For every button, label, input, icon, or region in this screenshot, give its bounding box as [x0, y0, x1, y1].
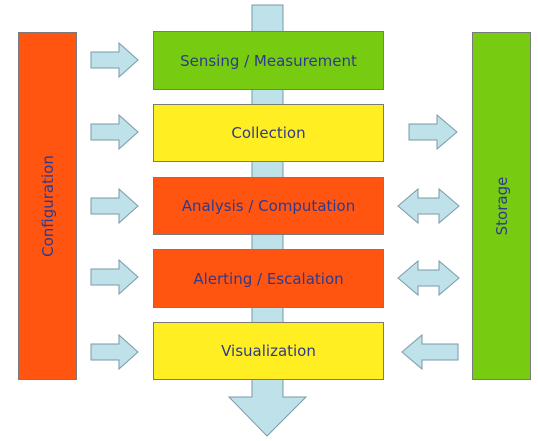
stage-label: Alerting / Escalation: [193, 269, 344, 288]
configuration-label: Configuration: [38, 155, 57, 257]
right-arrow-alerting-storage: [397, 259, 460, 297]
stage-visualization: Visualization: [153, 322, 384, 380]
left-arrow-sensing: [90, 41, 139, 79]
stage-alerting-escalation: Alerting / Escalation: [153, 249, 384, 308]
stage-label: Visualization: [221, 342, 316, 360]
right-arrow-collection-to-storage: [408, 113, 458, 151]
stage-label: Analysis / Computation: [181, 197, 356, 215]
left-arrow-analysis: [90, 187, 139, 225]
stage-label: Sensing / Measurement: [180, 51, 357, 70]
stage-label: Collection: [231, 124, 306, 142]
left-arrow-visualization: [90, 333, 139, 371]
storage-label: Storage: [492, 176, 511, 236]
stage-sensing-measurement: Sensing / Measurement: [153, 31, 384, 90]
storage-box: Storage: [472, 32, 531, 380]
stage-collection: Collection: [153, 104, 384, 162]
right-arrow-analysis-storage: [397, 187, 460, 225]
configuration-box: Configuration: [18, 32, 77, 380]
left-arrow-alerting: [90, 258, 139, 296]
right-arrow-storage-to-visualization: [401, 333, 459, 371]
stage-analysis-computation: Analysis / Computation: [153, 177, 384, 235]
left-arrow-collection: [90, 113, 139, 151]
